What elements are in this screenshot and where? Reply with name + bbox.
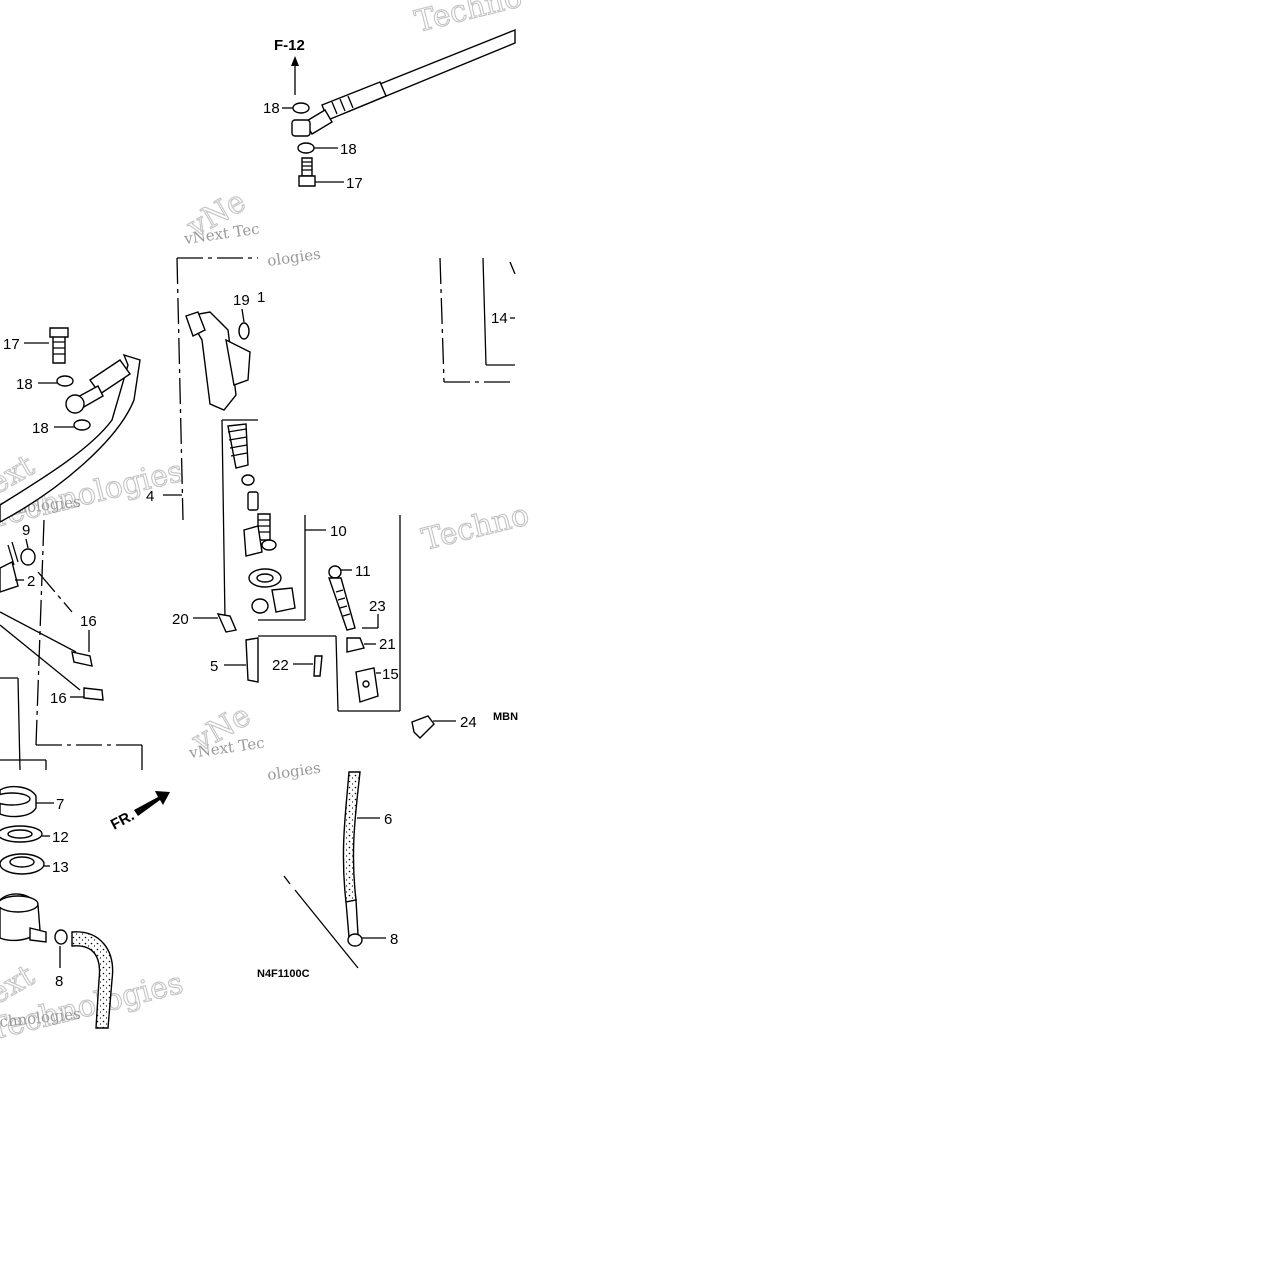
master-cylinder-ear <box>185 311 206 337</box>
callout-19: 19 <box>233 292 250 309</box>
bolt-17-left-shank <box>52 334 66 364</box>
reservoir-outlet <box>29 927 47 943</box>
callout-21: 21 <box>379 636 396 653</box>
callout-8-b: 8 <box>390 931 398 948</box>
callout-8-a: 8 <box>55 973 63 990</box>
callout-2: 2 <box>27 573 35 590</box>
callout-24: 24 <box>460 714 477 731</box>
washer-9 <box>20 548 36 566</box>
hose-fitting-sleeve <box>321 81 387 121</box>
callout-17-b: 17 <box>3 336 20 353</box>
front-direction-indicator: FR. <box>108 791 170 834</box>
left-banjo-eye <box>65 394 85 414</box>
dust-boot <box>271 587 296 613</box>
callout-23: 23 <box>369 598 386 615</box>
callout-9: 9 <box>22 522 30 539</box>
master-cylinder-assembly: 4 19 1 10 11 23 <box>146 257 518 739</box>
front-label: FR. <box>108 807 137 833</box>
banjo-fitting-2 <box>0 560 19 593</box>
reservoir-hose-left <box>71 931 114 1029</box>
washer-19 <box>238 322 250 340</box>
diagram-code-ref: N4F1100C <box>257 968 310 980</box>
piston-cup-a <box>241 474 255 486</box>
bolt-20 <box>216 613 237 633</box>
washer-18-left-bottom <box>73 419 91 431</box>
clip-8-right <box>347 933 363 947</box>
hose-6 <box>342 771 361 903</box>
watermark-line-d: ologies <box>266 759 322 784</box>
reservoir-body-5 <box>245 637 259 683</box>
leader-16-b <box>0 624 81 691</box>
clip-24 <box>411 715 435 739</box>
washer-18-bottom <box>297 142 315 154</box>
callout-18-d: 18 <box>32 420 49 437</box>
watermark-brand-mid: Techno <box>418 497 532 557</box>
bolt-17-head <box>298 175 316 187</box>
ref-f12: F-12 <box>274 37 305 54</box>
washer-18-left-top <box>56 375 74 387</box>
master-cylinder-body <box>186 311 237 411</box>
upper-right-fragment: 14 <box>439 257 516 383</box>
hose-fitting-ribs <box>331 95 354 115</box>
nut-21 <box>346 637 365 653</box>
diagram-code-mbn: MBN <box>493 711 518 723</box>
front-arrow-icon <box>134 791 170 816</box>
callout-5: 5 <box>210 658 218 675</box>
callout-1-partial: 1 <box>257 289 265 306</box>
bolt-16-a <box>71 651 93 667</box>
callout-14: 14 <box>491 310 508 327</box>
piston-rod <box>247 491 259 511</box>
callout-12: 12 <box>52 829 69 846</box>
callout-18-c: 18 <box>16 376 33 393</box>
leader-16-a <box>0 611 77 653</box>
circlip <box>251 598 269 614</box>
reservoir-stack: 7 12 13 8 <box>0 785 114 1029</box>
clip-8-left <box>54 929 68 945</box>
callout-7: 7 <box>56 796 64 813</box>
callout-6: 6 <box>384 811 392 828</box>
bolt-16-b <box>83 687 104 701</box>
callout-16-b: 16 <box>50 690 67 707</box>
washer-18-top <box>292 102 310 114</box>
hose-6-end <box>345 899 359 938</box>
bolt-17-left-head <box>49 327 69 338</box>
left-middle-cluster: 9 2 16 16 <box>0 519 143 771</box>
reservoir-hose-right: 6 8 N4F1100C <box>257 771 398 980</box>
callout-20: 20 <box>172 611 189 628</box>
piston-cup-b <box>261 539 277 551</box>
boot-ring <box>243 525 263 557</box>
banjo-fitting-top <box>291 119 311 137</box>
pushrod-11 <box>328 577 356 631</box>
callout-13: 13 <box>52 859 69 876</box>
callout-11: 11 <box>355 563 371 580</box>
callout-18-b: 18 <box>340 141 357 158</box>
pin-22 <box>313 655 323 677</box>
callout-17-a: 17 <box>346 175 363 192</box>
callout-10: 10 <box>330 523 347 540</box>
callout-4: 4 <box>146 488 154 505</box>
pushrod-head <box>328 565 342 579</box>
top-hose-cluster: F-12 18 18 17 <box>263 28 516 192</box>
callout-18-a: 18 <box>263 100 280 117</box>
left-brake-hose <box>0 353 141 523</box>
f12-arrow-head <box>291 56 299 66</box>
master-cylinder-port <box>225 338 251 386</box>
left-hose-cluster: 17 18 18 <box>0 327 141 523</box>
callout-15: 15 <box>382 666 399 683</box>
callout-22: 22 <box>272 657 289 674</box>
bolt-17-shank <box>301 157 313 177</box>
watermark-line-b: ologies <box>266 245 322 270</box>
callout-16-a: 16 <box>80 613 97 630</box>
